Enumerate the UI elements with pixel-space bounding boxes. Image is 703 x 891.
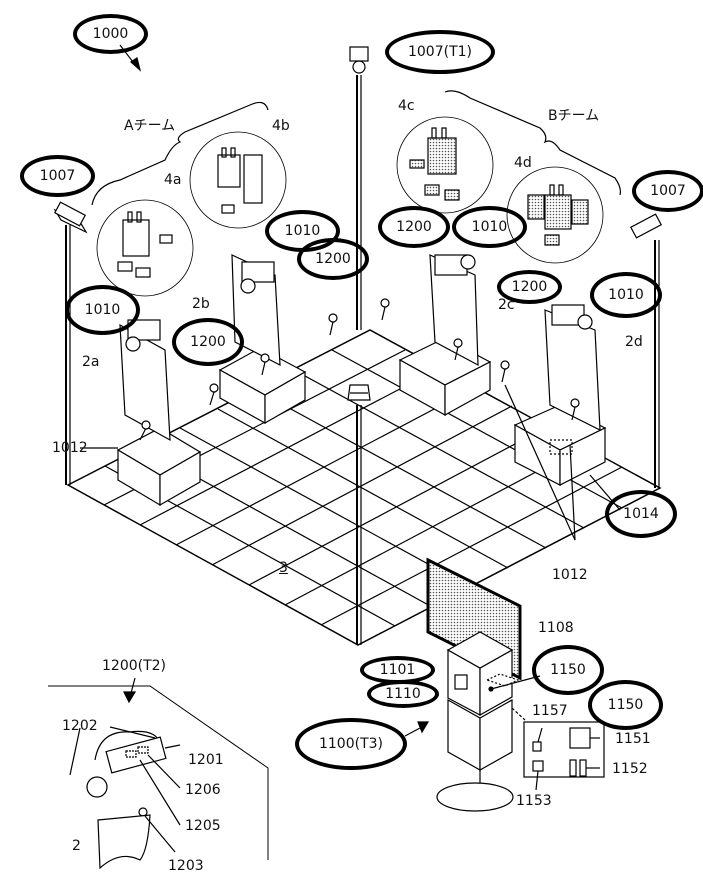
booth-label-callout-3: 1010 [590,272,662,318]
character-bubble-4d [506,166,604,264]
booth-2b [218,254,338,425]
hmd-mic-label: 1203 [168,858,204,874]
character-label-4d: 4d [514,155,532,171]
hmd-camera-label: 1205 [185,818,221,834]
booth-2c [380,254,492,417]
booth-label-callout-4: 1010 [65,285,140,335]
card-reader-callout: 1110 [367,680,439,708]
character-bubble-4a [96,199,194,297]
booth-2a [116,319,219,507]
character-label-4b: 4b [272,118,290,134]
hmd-detail-title: 1200(T2) [102,658,167,674]
camera-right-icon [630,213,662,239]
terminal-callout: 1100(T3) [295,718,407,770]
front-pole-lamp-icon [347,384,371,401]
field-label: 3 [279,560,288,576]
camera-left-callout: 1007 [20,155,95,197]
comm-label: 1153 [516,793,552,809]
ic-label: 1157 [532,703,568,719]
character-label-4c: 4c [398,98,415,114]
booth-2d [500,304,607,486]
cpu-label: 1151 [615,731,651,747]
seat-unit-callout: 1014 [605,490,677,538]
player-label-2b: 2b [192,296,210,312]
board-callout: 1150 [532,645,604,695]
hmd-label-callout-1: 1200 [297,238,369,280]
character-bubble-4b [189,131,287,229]
board-detail-callout: 1150 [588,680,663,730]
board-1150-detail [523,721,605,791]
team-b-brace [444,90,622,196]
player-label-2a: 2a [82,354,100,370]
team-a-brace [91,101,269,206]
character-label-4a: 4a [164,172,182,188]
character-bubble-4c [396,116,494,214]
controller-label-right: 1012 [552,567,588,583]
hmd-player-label: 2 [72,838,81,854]
display-label: 1108 [538,620,574,636]
camera-top-icon [349,46,369,74]
team-b-label: Bチーム [548,108,600,124]
memory-label: 1152 [612,761,648,777]
camera-top-callout: 1007(T1) [385,30,495,74]
headphones-label: 1202 [62,718,98,734]
system-1000-callout: 1000 [73,14,148,54]
team-a-label: Aチーム [124,118,176,134]
camera-left-icon [53,201,88,234]
hmd-detail-inset [48,677,269,870]
terminal-1100 [404,557,541,812]
controller-label-left: 1012 [52,440,88,456]
hmd-display-label: 1201 [188,752,224,768]
booth-label-callout-2: 1010 [452,206,527,248]
player-label-2c: 2c [498,297,515,313]
hmd-label-callout-3: 1200 [497,270,562,304]
hmd-sensor-label: 1206 [185,782,221,798]
player-label-2d: 2d [625,334,643,350]
hmd-label-callout-2: 1200 [378,206,450,248]
hmd-label-callout-4: 1200 [172,318,244,366]
camera-right-callout: 1007 [632,170,703,212]
